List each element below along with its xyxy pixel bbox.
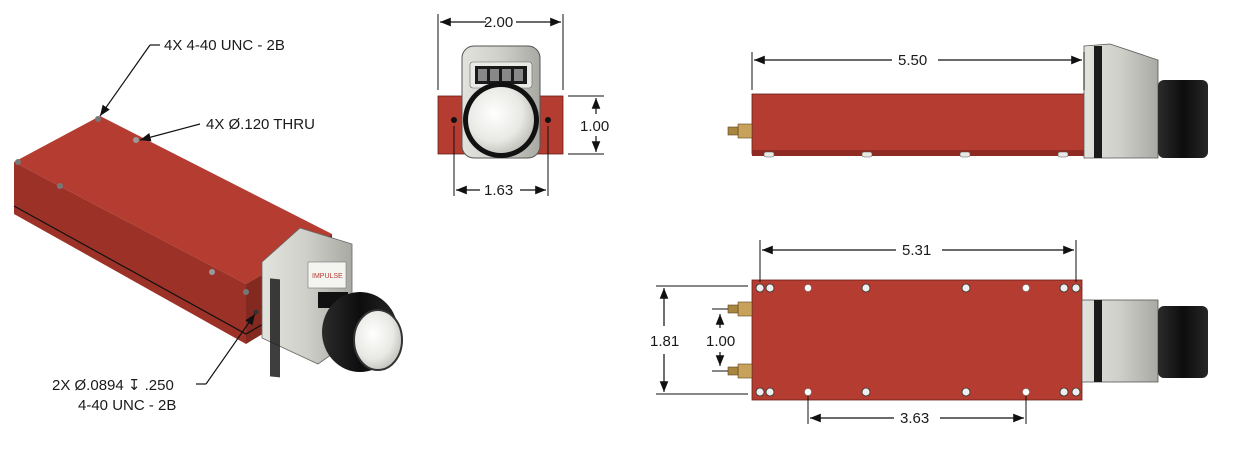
front-hole-right [545, 117, 551, 123]
front-view: 2.00 1.00 1.63 [437, 14, 609, 199]
iso-hole [243, 289, 249, 295]
callout-thru-holes: 4X Ø.120 THRU [206, 116, 315, 133]
iso-brand-text: IMPULSE [312, 273, 343, 280]
dim-top-length: 5.31 [902, 242, 931, 259]
dim-top-hole-spacing: 3.63 [900, 410, 929, 427]
iso-side-hole [253, 309, 259, 315]
iso-brand-label [307, 261, 347, 289]
top-view: 5.31 1.81 1.00 3.63 [650, 240, 1208, 427]
side-connector [737, 123, 753, 139]
callout-side-holes-line2: 4-40 UNC - 2B [78, 397, 176, 414]
front-lens [468, 87, 534, 153]
iso-side-face [14, 162, 246, 344]
iso-hole [133, 137, 139, 143]
dim-side-length: 5.50 [898, 52, 927, 69]
top-housing [1081, 299, 1159, 383]
callout-tapped-holes: 4X 4-40 UNC - 2B [164, 37, 285, 54]
side-knob [1158, 80, 1208, 158]
isometric-view: IMPULSE 4X 4-40 UNC - 2B 4X Ø.120 THRU 2… [13, 37, 403, 414]
iso-top-face [14, 116, 332, 284]
side-body [751, 93, 1087, 155]
dim-top-connector-spacing: 1.00 [706, 333, 735, 350]
top-screws [755, 283, 1081, 397]
dim-front-width: 2.00 [484, 14, 513, 31]
callout-side-holes-line1: 2X Ø.0894 ↧ .250 [52, 377, 174, 394]
iso-hole [95, 116, 101, 122]
iso-hole [15, 159, 21, 165]
front-hole-left [451, 117, 457, 123]
side-view: 5.50 [727, 43, 1208, 159]
top-connectors [727, 301, 753, 379]
top-knob [1158, 306, 1208, 378]
iso-lens [353, 309, 403, 371]
iso-hole [57, 183, 63, 189]
dim-front-hole-spacing: 1.63 [484, 182, 513, 199]
dim-front-height: 1.00 [580, 118, 609, 135]
iso-hole [209, 269, 215, 275]
dim-top-width: 1.81 [650, 333, 679, 350]
top-body [751, 279, 1083, 401]
